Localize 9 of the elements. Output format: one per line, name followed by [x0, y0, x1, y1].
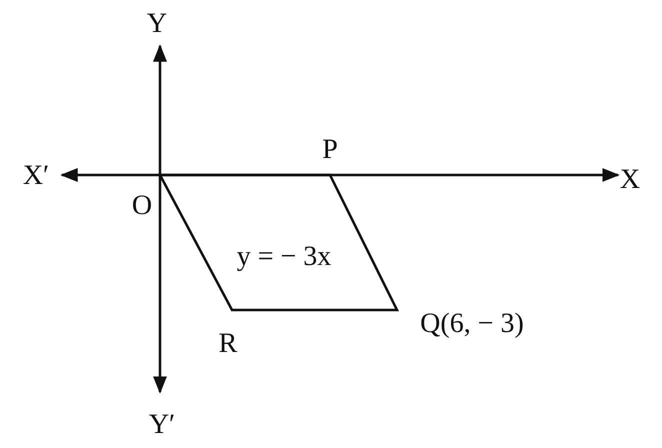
point-label: Q(6, − 3) — [420, 310, 524, 338]
axis-label: Y — [146, 10, 168, 38]
equation-label: y = − 3x — [236, 243, 332, 271]
point-label: R — [218, 330, 238, 358]
point-label: P — [322, 136, 338, 164]
axis-label: X — [620, 166, 640, 194]
axis-label: X′ — [22, 162, 50, 190]
origin-label: O — [132, 192, 152, 220]
axis-label: Y′ — [148, 411, 176, 439]
